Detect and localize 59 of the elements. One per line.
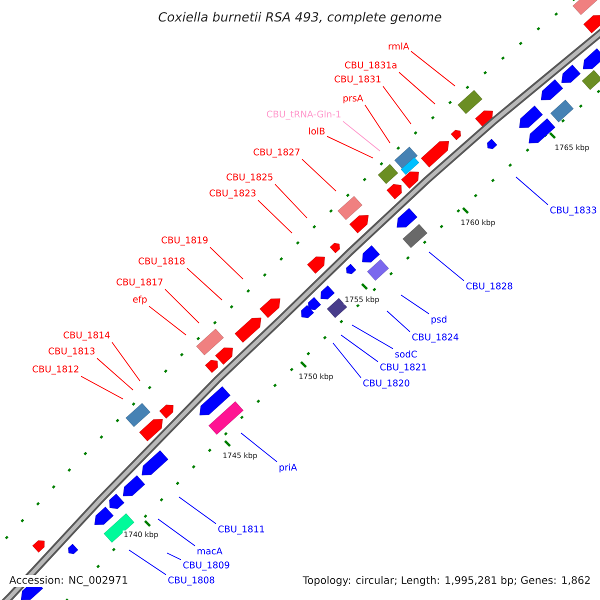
accession-text: Accession: NC_002971 [8,574,130,588]
gene-label: CBU_tRNA-Gln-1 [266,110,340,120]
gene-label: psd [432,316,446,324]
leader-line [302,158,336,192]
gene-label: CBU_1827 [254,148,300,158]
leader-line [340,334,378,362]
gene-label: CBU_1833 [550,206,596,216]
leader-line [352,324,394,350]
gene-label: CBU_1813 [48,348,95,356]
leader-line [516,176,548,206]
leader-line [386,310,410,332]
leader-line [128,550,166,576]
leader-line [364,104,390,144]
genome-info-text: Topology: circular; Length: 1,995,281 bp; Genes: 1,862 [302,575,592,587]
leader-line [112,342,140,382]
leader-line [410,50,456,86]
leader-line [210,246,244,280]
gene-label: CBU_1814 [64,332,110,340]
gene-label: macA [198,548,222,554]
leader-line [186,268,222,300]
gene-label: CBU_1825 [226,174,272,182]
leader-line [342,120,380,152]
gene-label: CBU_1823 [210,190,256,198]
gene-label: CBU_1831a [345,62,396,70]
leader-line [80,376,124,400]
gene-label: CBU_1824 [412,334,458,342]
gene-label: CBU_1809 [183,562,230,570]
leader-line [148,306,186,336]
gene-label: CBU_1819 [162,236,208,246]
leader-line [164,288,200,324]
leader-line [158,518,196,546]
gene-label: CBU_1828 [466,282,512,292]
gene-label: priA [280,464,298,472]
gene-label: lolB [309,127,325,135]
gene-label: efp [133,296,147,304]
gene-label: CBU_1808 [168,576,214,586]
gene-label: CBU_1811 [218,526,264,534]
gene-label: CBU_1812 [32,366,78,374]
leader-line [400,294,430,314]
gene-label: CBU_1817 [116,278,162,288]
gene-label: CBU_1818 [138,258,185,266]
gene-label: rmlA [388,42,410,50]
leader-line [398,72,436,104]
leader-line [96,358,134,390]
gene-label: CBU_1821 [380,364,426,372]
gene-label: CBU_1820 [363,380,410,388]
leader-line [428,252,464,282]
leader-line [326,136,374,158]
gene-label: CBU_1831 [334,76,380,84]
leader-line [332,342,362,378]
gene-label: sodC [395,350,417,358]
leader-line [274,184,308,218]
gene-label: prsA [344,94,364,104]
leader-line [258,200,292,234]
leader-line [240,432,278,462]
leader-line [178,496,216,524]
title: Coxiella burnetii RSA 493, complete genome [158,12,442,24]
leader-line [166,552,182,560]
leader-line [382,86,412,124]
